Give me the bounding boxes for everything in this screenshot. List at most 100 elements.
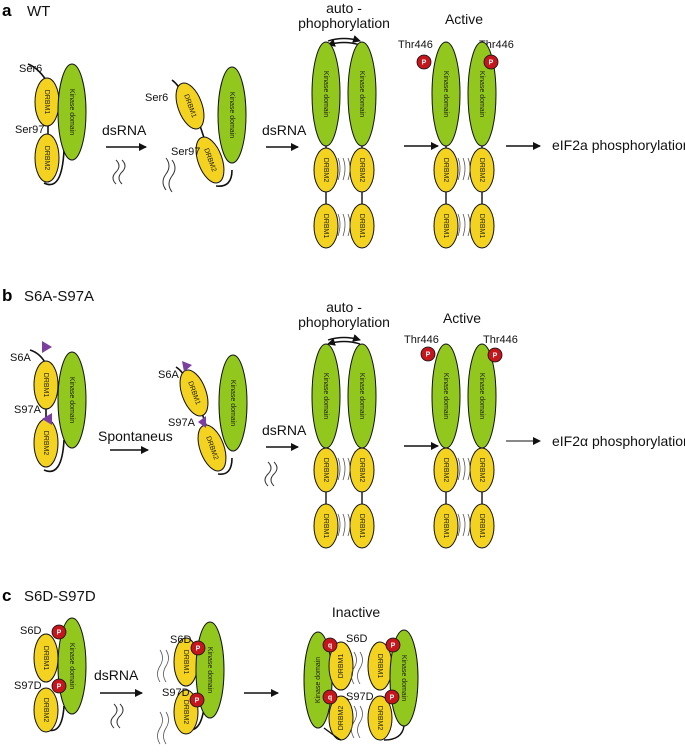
dsrna-strand	[110, 703, 118, 729]
panel-b-output: eIF2α phosphorylation	[552, 433, 685, 449]
svg-text:Kinase domain: Kinase domain	[478, 71, 485, 117]
svg-text:Kinase domain: Kinase domain	[322, 373, 329, 419]
drbm2-domain	[433, 147, 459, 193]
svg-text:Kinase domain: Kinase domain	[68, 377, 75, 423]
s6d-label: S6D	[170, 634, 191, 646]
s97d-label: S97D	[14, 680, 42, 692]
svg-text:P: P	[489, 60, 494, 67]
panel-a-title: WT	[27, 3, 50, 20]
svg-text:DRBM1: DRBM1	[358, 514, 365, 539]
phospho-marker	[322, 689, 338, 705]
drbm1-domain	[313, 203, 339, 249]
drbm2-domain	[367, 695, 393, 741]
ser97-label: Ser97	[171, 146, 200, 158]
drbm2-domain	[313, 147, 339, 193]
s6d-label: S6D	[346, 633, 367, 645]
pkr-monomer-compact: DRBM1 DRBM2 Kinase domain P P S6D S97D	[14, 617, 87, 733]
phospho-marker	[384, 689, 400, 705]
s97a-label: S97A	[168, 417, 196, 429]
drbm2-domain	[195, 136, 225, 184]
svg-text:Kinase domain: Kinase domain	[400, 655, 407, 701]
svg-text:DRBM1: DRBM1	[42, 373, 49, 398]
auto-label-line1: auto -	[326, 0, 362, 16]
svg-text:P: P	[426, 352, 431, 359]
pkr-monomer-open: DRBM1 DRBM2 Kinase domain Ser6 Ser97	[145, 66, 247, 193]
phospho-marker	[190, 640, 206, 656]
svg-text:P: P	[391, 643, 396, 650]
svg-text:Kinase domain: Kinase domain	[315, 657, 322, 703]
ser6-label: Ser6	[145, 92, 168, 104]
drbm1-domain	[433, 203, 459, 249]
auto-label-line2: phophorylation	[298, 314, 390, 330]
kinase-domain	[218, 354, 248, 452]
svg-text:Kinase domain: Kinase domain	[68, 643, 75, 689]
spontaneus-label: Spontaneus	[98, 428, 173, 444]
ser97-label: Ser97	[15, 124, 44, 136]
svg-text:DRBM1: DRBM1	[478, 514, 485, 539]
kinase-domain	[57, 63, 87, 161]
svg-text:P: P	[195, 698, 200, 705]
phospho-marker	[420, 346, 436, 362]
panel-a-letter: a	[2, 1, 12, 20]
svg-text:Kinase domain: Kinase domain	[229, 380, 236, 426]
svg-text:DRBM1: DRBM1	[376, 654, 383, 679]
ser6-label: Ser6	[19, 63, 42, 75]
svg-text:DRBM2: DRBM2	[358, 458, 365, 483]
kinase-domain	[217, 66, 247, 164]
svg-text:DRBM1: DRBM1	[322, 214, 329, 239]
pkr-monomer-dsrna-bound: DRBM1 DRBM2 Kinase domain P P S6D S97D	[157, 621, 225, 745]
phospho-marker	[483, 54, 499, 70]
s6a-label: S6A	[10, 352, 31, 364]
panel-a: a WT DRBM1 DRBM2 Kinase domain Ser6 Ser9…	[2, 0, 685, 249]
svg-text:P: P	[390, 695, 395, 702]
dsrna-strand	[112, 159, 120, 185]
kinase-label: Kinase domain	[68, 89, 75, 135]
svg-text:DRBM1: DRBM1	[478, 214, 485, 239]
svg-text:DRBM2: DRBM2	[338, 706, 345, 731]
svg-text:P: P	[57, 684, 62, 691]
svg-text:Kinase domain: Kinase domain	[358, 373, 365, 419]
drbm2-label: DRBM2	[43, 146, 50, 171]
svg-text:Kinase domain: Kinase domain	[322, 71, 329, 117]
svg-text:DRBM1: DRBM1	[358, 214, 365, 239]
drbm2-domain	[34, 133, 60, 183]
svg-text:DRBM2: DRBM2	[322, 158, 329, 183]
panel-c-letter: c	[2, 586, 11, 605]
svg-text:Kinase domain: Kinase domain	[478, 373, 485, 419]
pkr-inactive-complex: Inactive Kinase domain DRBM1 DRBM2 q q S…	[303, 604, 419, 741]
svg-text:DRBM1: DRBM1	[322, 514, 329, 539]
mutation-marker	[182, 361, 192, 372]
phospho-marker	[322, 637, 338, 653]
drbm1-domain	[328, 641, 354, 691]
drbm2-domain	[313, 447, 339, 493]
kinase-domain	[347, 41, 377, 147]
s97a-label: S97A	[14, 404, 42, 416]
svg-text:P: P	[422, 60, 427, 67]
phospho-marker	[416, 54, 432, 70]
dsrna-label: dsRNA	[102, 122, 147, 138]
svg-text:DRBM2: DRBM2	[478, 458, 485, 483]
pkr-monomer-open: DRBM1 DRBM2 Kinase domain S6A S97A	[158, 354, 248, 475]
drbm1-domain	[175, 82, 205, 130]
svg-text:DRBM2: DRBM2	[442, 458, 449, 483]
kinase-domain	[57, 351, 87, 449]
panel-c-title: S6D-S97D	[24, 588, 96, 605]
phospho-marker	[51, 624, 67, 640]
thr446-label: Thr446	[483, 334, 518, 346]
svg-text:q: q	[328, 643, 332, 650]
mutation-marker	[42, 341, 52, 353]
drbm1-label: DRBM1	[43, 90, 50, 115]
svg-text:Kinase domain: Kinase domain	[206, 647, 213, 693]
svg-text:P: P	[493, 353, 498, 360]
pkr-dimer-active: Active Thr446 Thr446 Kinase domain Kinas…	[398, 11, 514, 249]
svg-text:DRBM2: DRBM2	[42, 698, 49, 723]
pkr-monomer-compact: DRBM1 DRBM2 Kinase domain Ser6 Ser97	[15, 63, 87, 186]
drbm1-domain	[313, 503, 339, 549]
svg-text:Kinase domain: Kinase domain	[442, 71, 449, 117]
svg-text:DRBM2: DRBM2	[442, 158, 449, 183]
phospho-marker	[385, 637, 401, 653]
svg-text:DRBM1: DRBM1	[42, 646, 49, 671]
active-label: Active	[445, 11, 483, 27]
svg-text:DRBM2: DRBM2	[322, 458, 329, 483]
